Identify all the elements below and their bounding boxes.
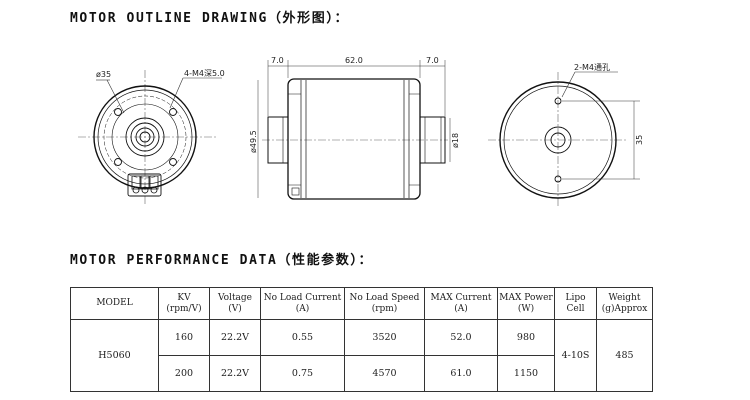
back-mount-hole xyxy=(554,97,562,105)
header-weight: Weight(g)Approx xyxy=(596,287,653,320)
dim-shaft-diameter: ø18 xyxy=(451,133,460,148)
mount-hole xyxy=(114,158,122,166)
dim-hole-spacing: 35 xyxy=(635,135,644,145)
cell-no-load-speed: 3520 xyxy=(344,319,425,356)
cell-max-power: 980 xyxy=(497,319,555,356)
front-view: ø35 4-M4深5.0 xyxy=(78,69,225,206)
back-mount-hole xyxy=(554,175,562,183)
header-no-load-speed: No Load Speed(rpm) xyxy=(344,287,425,320)
header-max-power: MAX Power(W) xyxy=(497,287,555,320)
motor-outline-drawing: ø35 4-M4深5.0 7.0 62.0 7.0 ø49.5 xyxy=(78,56,644,208)
header-kv: KV(rpm/V) xyxy=(158,287,210,320)
cell-kv: 200 xyxy=(158,355,210,392)
table-row: 200 22.2V 0.75 4570 61.0 1150 xyxy=(71,355,653,392)
cell-max-current: 61.0 xyxy=(424,355,498,392)
performance-table: MODEL KV(rpm/V) Voltage(V) No Load Curre… xyxy=(70,287,653,392)
cell-model: H5060 xyxy=(70,319,159,392)
cell-max-power: 1150 xyxy=(497,355,555,392)
motor-lead-wires xyxy=(127,173,162,197)
dim-body-length: 62.0 xyxy=(345,56,363,65)
cell-kv: 160 xyxy=(158,319,210,356)
header-max-current: MAX Current(A) xyxy=(424,287,498,320)
outline-drawing-title: MOTOR OUTLINE DRAWING（外形图）： xyxy=(70,11,350,26)
cell-voltage: 22.2V xyxy=(209,355,261,392)
side-view: 7.0 62.0 7.0 ø49.5 ø18 xyxy=(249,56,460,200)
back-view: 2-M4通孔 35 xyxy=(488,62,644,208)
mount-hole xyxy=(169,158,177,166)
dim-shaft-length: 7.0 xyxy=(426,56,439,65)
header-no-load-current: No Load Current(A) xyxy=(260,287,345,320)
cell-lipo-cell: 4-10S xyxy=(554,319,597,392)
header-voltage: Voltage(V) xyxy=(209,287,261,320)
front-holes-label: 4-M4深5.0 xyxy=(184,69,225,78)
dim-body-diameter: ø49.5 xyxy=(249,130,258,153)
performance-data-title: MOTOR PERFORMANCE DATA（性能参数）： xyxy=(70,253,374,268)
cell-no-load-current: 0.55 xyxy=(260,319,345,356)
mount-hole xyxy=(169,108,177,116)
table-row: H5060 160 22.2V 0.55 3520 52.0 980 4-10S… xyxy=(70,319,653,392)
cell-no-load-current: 0.75 xyxy=(260,355,345,392)
table-header-row: MODEL KV(rpm/V) Voltage(V) No Load Curre… xyxy=(70,287,653,320)
cell-max-current: 52.0 xyxy=(424,319,498,356)
dim-front-length: 7.0 xyxy=(271,56,284,65)
back-holes-label: 2-M4通孔 xyxy=(574,62,610,72)
mount-hole xyxy=(114,108,122,116)
cell-weight: 485 xyxy=(596,319,653,392)
header-model: MODEL xyxy=(70,287,159,320)
front-diameter-label: ø35 xyxy=(96,70,111,79)
cell-voltage: 22.2V xyxy=(209,319,261,356)
cell-no-load-speed: 4570 xyxy=(344,355,425,392)
